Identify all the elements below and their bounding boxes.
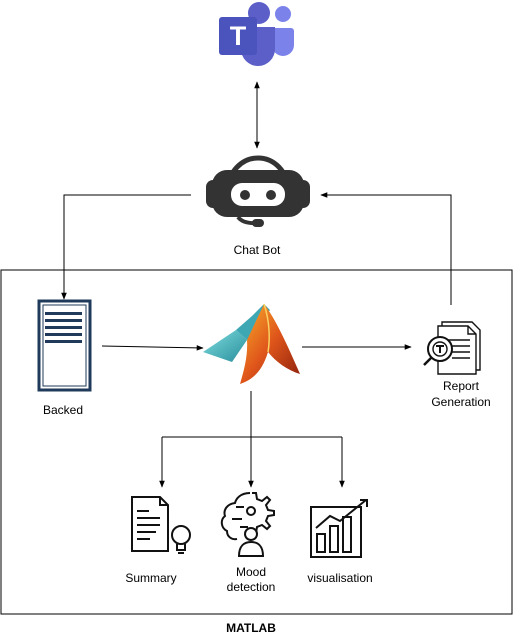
mood-label-line2: detection	[227, 580, 276, 594]
backend-to-matlab-arrow	[101, 345, 204, 351]
server-document-icon	[37, 299, 92, 392]
report-document-icon	[423, 321, 481, 375]
summary-label: Summary	[125, 571, 176, 585]
report-to-chatbot-arrow	[320, 192, 452, 305]
matlab-logo-icon	[203, 303, 300, 384]
bar-chart-growth-icon	[310, 499, 368, 558]
report-label-line1: Report	[443, 379, 480, 393]
mood-gear-brain-icon	[220, 492, 275, 557]
chatbot-to-backend-arrow	[61, 194, 191, 300]
report-label-line2: Generation	[431, 395, 490, 409]
chatbot-label: Chat Bot	[234, 243, 281, 257]
visualisation-label: visualisation	[307, 571, 372, 585]
matlab-container-label: MATLAB	[226, 621, 276, 635]
microsoft-teams-icon: T	[219, 2, 294, 66]
teams-letter: T	[230, 21, 247, 51]
backend-label: Backed	[43, 403, 83, 417]
chatbot-headset-icon	[206, 155, 310, 227]
summary-lightbulb-icon	[131, 496, 191, 554]
mood-label-line1: Mood	[236, 565, 266, 579]
matlab-container	[0, 269, 513, 615]
